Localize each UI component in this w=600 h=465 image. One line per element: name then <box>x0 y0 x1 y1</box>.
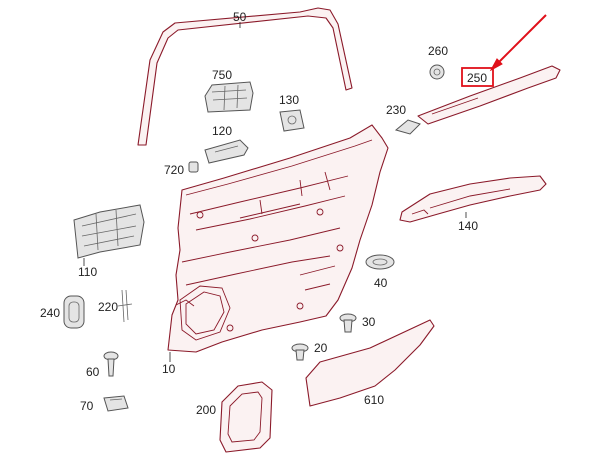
part-40-speaker-grille <box>365 254 395 270</box>
part-120-inner-handle <box>204 139 249 164</box>
part-140-armrest <box>399 175 547 223</box>
callout-30: 30 <box>362 315 376 329</box>
callout-120: 120 <box>212 124 232 138</box>
callout-750: 750 <box>212 68 232 82</box>
part-10-door-panel <box>167 124 389 353</box>
callout-60: 60 <box>86 365 100 379</box>
part-130-switch <box>279 109 305 132</box>
callout-130: 130 <box>279 93 299 107</box>
part-30-screw <box>339 313 357 333</box>
part-250-upper-trim <box>417 65 561 125</box>
callout-110: 110 <box>78 265 97 279</box>
callout-720: 720 <box>164 163 184 177</box>
callout-20: 20 <box>314 341 328 355</box>
callout-260: 260 <box>428 44 448 58</box>
part-240-grommet <box>63 295 85 329</box>
callout-250: 250 <box>467 71 487 85</box>
callout-50: 50 <box>233 10 247 24</box>
callout-70: 70 <box>80 399 94 413</box>
part-110-regulator <box>73 204 145 266</box>
part-70-clip-nut <box>103 395 129 412</box>
callout-40: 40 <box>374 276 388 290</box>
part-220-cable <box>117 289 133 323</box>
callout-140: 140 <box>458 219 478 233</box>
part-720-clip <box>188 161 199 173</box>
part-750-handle-housing <box>204 81 254 113</box>
part-230-trim-piece <box>394 119 421 135</box>
part-60-screw <box>103 351 119 377</box>
highlight-arrow <box>489 14 547 72</box>
highlight-box-250 <box>461 67 494 87</box>
part-50-window-trim <box>137 7 353 146</box>
part-20-bolt <box>291 343 309 361</box>
callout-610: 610 <box>364 393 384 407</box>
callout-220: 220 <box>98 300 118 314</box>
part-200-speaker-cover <box>219 381 273 453</box>
callout-230: 230 <box>386 103 406 117</box>
callout-10: 10 <box>162 362 176 376</box>
part-260-plug <box>429 64 445 80</box>
callout-240: 240 <box>40 306 60 320</box>
callout-200: 200 <box>196 403 216 417</box>
part-610-lower-trim <box>305 319 435 407</box>
